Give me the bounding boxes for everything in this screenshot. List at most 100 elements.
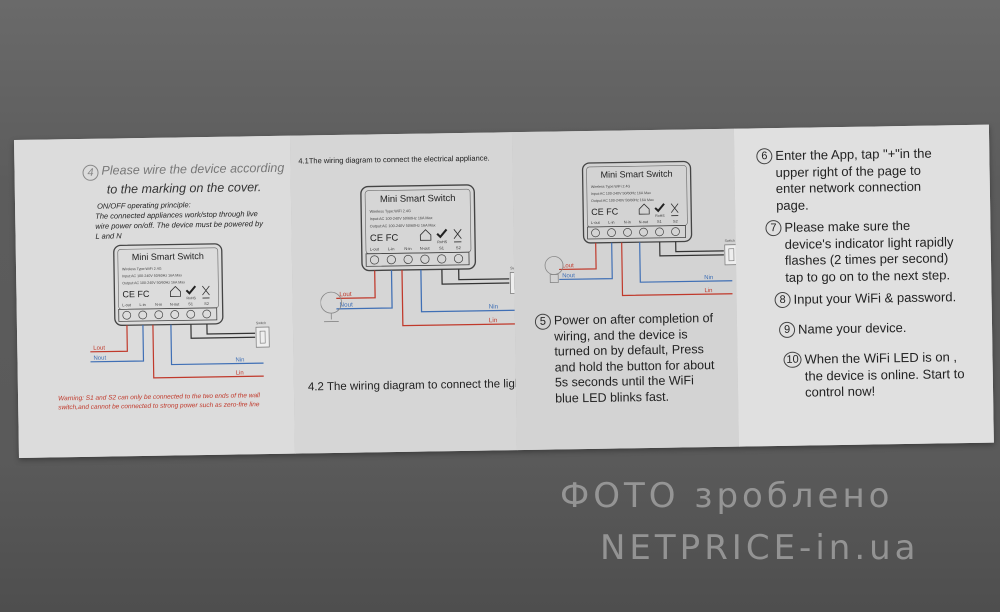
- device-spec: Wireless Type:WiFi 2.4G: [591, 184, 631, 189]
- wall-switch-rocker: [728, 248, 735, 262]
- device-spec: Output:AC 100-240V 50/60Hz 16A Max: [122, 280, 185, 285]
- terminal-screw: [386, 255, 396, 265]
- wire-label-nout: Nout: [339, 301, 353, 308]
- wire-switch: [659, 241, 724, 257]
- terminal-label: N-in: [155, 303, 162, 307]
- ce-fc-marks: CE FC: [122, 289, 150, 299]
- weee-bin-icon: [202, 285, 210, 299]
- terminal-screw: [202, 309, 212, 319]
- wire-lin: [152, 324, 264, 379]
- terminal-label: L-out: [122, 303, 132, 307]
- terminal-screw: [170, 310, 180, 319]
- terminal-block: [587, 225, 687, 240]
- device-spec: Input:AC 100-240V 50/60Hz 16A Max: [591, 191, 651, 196]
- heading-line: Please wire the device according: [101, 160, 285, 178]
- terminal-screw: [607, 228, 616, 237]
- wire-label-nout: Nout: [562, 273, 575, 279]
- terminal-block: [118, 307, 218, 322]
- wire-nin: [170, 324, 264, 366]
- home-icon: [638, 203, 650, 215]
- step-number: 6: [756, 148, 773, 165]
- step-number: 8: [774, 291, 791, 309]
- wire-switch: [190, 323, 256, 339]
- wire-nout: [559, 242, 613, 281]
- terminal-screw: [437, 254, 447, 264]
- rohs-label: RoHS: [186, 296, 196, 300]
- device-outline: [113, 243, 224, 326]
- step-number: 5: [534, 313, 552, 330]
- terminal-screw: [186, 309, 196, 319]
- wire-nin: [639, 242, 733, 283]
- wire-label-nin: Nin: [489, 303, 499, 310]
- switch-label: Switch: [256, 321, 266, 325]
- wire-lout: [336, 270, 376, 299]
- wire-label-lin: Lin: [704, 288, 712, 294]
- diagram-title-light: 4.2 The wiring diagram to connect the li…: [307, 377, 528, 394]
- device-outline: [581, 160, 693, 244]
- wire-lin: [401, 270, 519, 327]
- principle-text: L and N: [95, 231, 122, 241]
- step-number: 9: [778, 321, 796, 339]
- terminal-label: S1: [657, 220, 662, 224]
- wire-nin: [420, 269, 519, 313]
- device-spec: Wireless Type:WiFi 2.4G: [122, 267, 162, 272]
- weee-bin-icon: [453, 228, 462, 243]
- check-icon: [436, 228, 448, 239]
- step-text: Enter the App, tap "+"in the upper right…: [775, 145, 932, 213]
- terminal-block: [365, 251, 470, 267]
- weee-bin-icon: [670, 203, 679, 217]
- device-spec: Input:AC 100-240V 50/60Hz 16A Max: [370, 216, 433, 221]
- wire-label-nin: Nin: [704, 275, 713, 281]
- wire-label-lin: Lin: [236, 370, 244, 376]
- terminal-label: S1: [188, 302, 193, 306]
- panel-diagrams: 4.1The wiring diagram to connect the ele…: [289, 132, 528, 454]
- step-text: When the WiFi LED is on , the device is …: [804, 349, 965, 400]
- terminal-screw: [453, 254, 464, 264]
- terminal-label: N-in: [404, 246, 411, 251]
- rohs-label: RoHS: [655, 214, 665, 218]
- watermark: NETPRICE-in.ua: [600, 528, 920, 568]
- wall-switch-rocker: [259, 330, 266, 344]
- terminal-label: S2: [456, 245, 461, 250]
- wire-lout: [90, 325, 128, 353]
- watermark: ФОТО зроблено: [560, 476, 894, 516]
- terminal-label: L-out: [591, 221, 601, 225]
- terminal-label: S2: [673, 220, 678, 224]
- step-text: Please make sure the device's indicator …: [784, 217, 954, 285]
- terminal-label: N-out: [639, 220, 649, 224]
- wire-label-lout: Lout: [339, 291, 352, 298]
- rohs-label: RoHS: [437, 240, 447, 244]
- principle-text: wire power on/off. The device must be po…: [95, 219, 264, 231]
- terminal-screw: [154, 310, 164, 320]
- device-title: Mini Smart Switch: [132, 251, 204, 262]
- terminal-label: S2: [204, 302, 209, 306]
- wire-label-lout: Lout: [562, 263, 574, 269]
- diagram-title-appliance: 4.1The wiring diagram to connect the ele…: [298, 153, 490, 166]
- home-icon: [419, 229, 432, 241]
- terminal-screw: [591, 228, 600, 238]
- switch-label: Switch: [725, 239, 735, 243]
- step-number: 10: [783, 351, 802, 368]
- terminal-screw: [122, 310, 132, 320]
- terminal-label: N-in: [624, 220, 631, 224]
- light-bulb-icon: [544, 256, 564, 275]
- terminal-label: N-out: [170, 302, 180, 306]
- fan-stand: [324, 313, 339, 323]
- wire-label-nin: Nin: [235, 357, 244, 363]
- device-outline: [360, 184, 477, 272]
- wire-lout: [559, 242, 597, 271]
